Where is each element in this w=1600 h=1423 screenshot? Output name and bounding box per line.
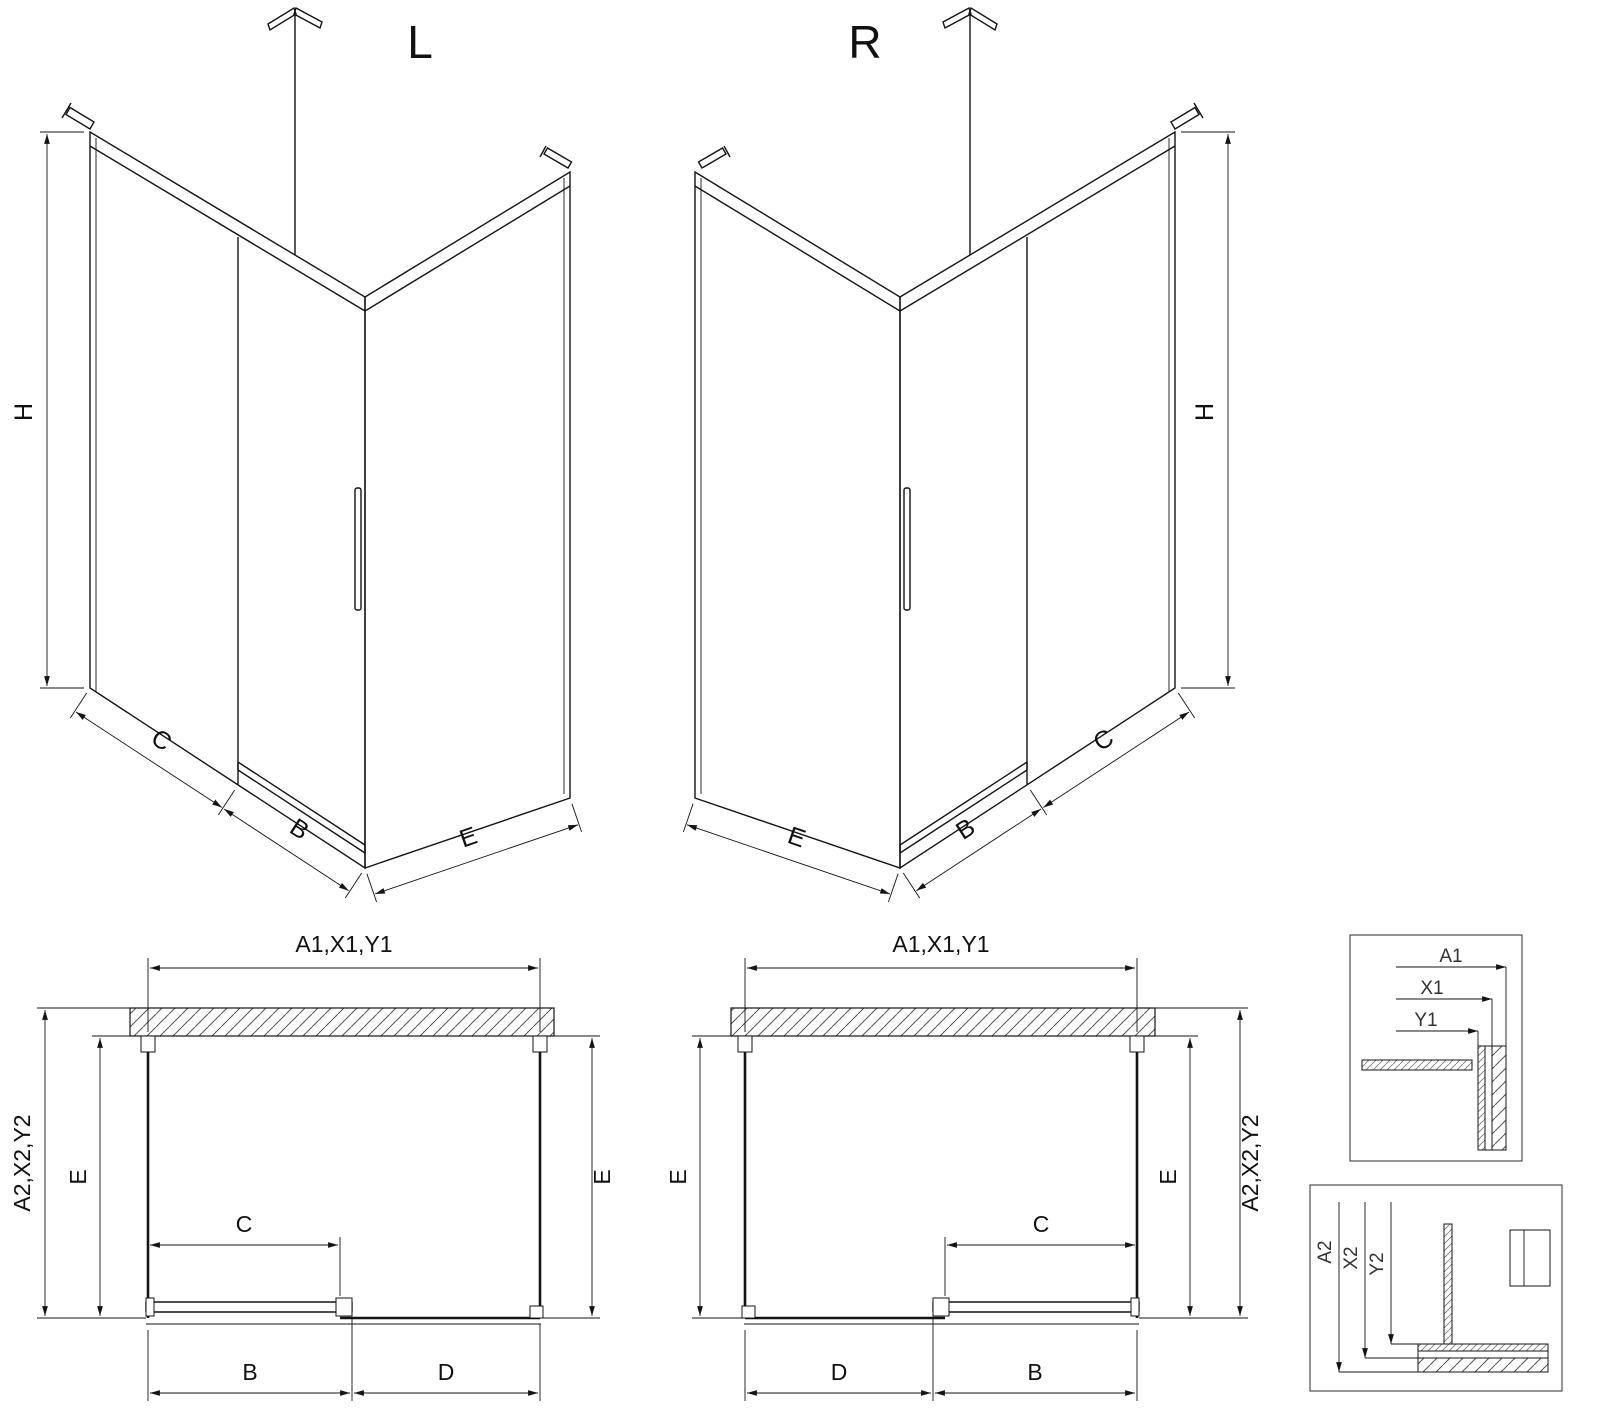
dim-label-c: C: [1033, 1211, 1050, 1237]
dim-label-c: C: [1088, 724, 1118, 757]
dim-label-a2x2y2: A2,X2,Y2: [9, 1114, 35, 1211]
wall-profile: [532, 1035, 548, 1053]
door-roller: [335, 1297, 353, 1317]
detail-frame: [1349, 934, 1523, 1162]
iso-left-structure: [61, 6, 573, 870]
iso-view-right: R H: [682, 6, 1235, 903]
dim-label-x2: X2: [1341, 1246, 1362, 1269]
dim-label-a1: A1: [1439, 946, 1462, 967]
iso-right-return-rail: [694, 185, 901, 312]
wall-section: [1491, 1045, 1507, 1151]
glass-section: [1361, 1059, 1473, 1071]
plan-right-structure: [730, 1007, 1156, 1325]
wall-bracket-icon: [65, 106, 95, 130]
dim-label-e-right: E: [1155, 1169, 1181, 1184]
dim-label-a1x1y1: A1,X1,Y1: [892, 931, 989, 957]
dim-label-b: B: [242, 1359, 257, 1385]
dim-label-y1: Y1: [1414, 1010, 1437, 1031]
iso-left-door-handle: [354, 487, 362, 611]
dim-label-h: H: [1191, 403, 1219, 421]
profile-section: [1484, 1045, 1493, 1151]
wall-profile: [737, 1035, 753, 1053]
dim-label-e: E: [456, 821, 481, 853]
iso-left-header-rail: [89, 145, 366, 312]
glass-section: [1443, 1223, 1453, 1345]
iso-right-return-panel: [694, 170, 901, 869]
iso-right-header-rail: [899, 145, 1176, 312]
dim-label-e-left: E: [665, 1169, 691, 1184]
variant-label-left: L: [407, 16, 433, 68]
dim-label-e-right: E: [589, 1169, 615, 1184]
wall-profile: [1129, 1035, 1145, 1053]
corner-profile: [529, 1305, 544, 1319]
detail-view-top: A1 X1 Y1: [1349, 934, 1523, 1162]
dim-label-a2: A2: [1315, 1240, 1336, 1263]
wall-section: [1417, 1357, 1549, 1373]
profile-section: [1417, 1350, 1549, 1359]
wall-section: [730, 1007, 1156, 1037]
dim-label-a2x2y2: A2,X2,Y2: [1237, 1114, 1263, 1211]
wall-bracket-icon: [543, 147, 573, 169]
glass-section: [1477, 1045, 1486, 1151]
plan-left-dimensions: A1,X1,Y1 E A2,X2,Y2 C B D E: [9, 931, 615, 1401]
door-guide: [1130, 1297, 1140, 1317]
iso-left-return-rail: [364, 185, 571, 312]
dim-label-d: D: [831, 1359, 848, 1385]
wall-section: [129, 1007, 555, 1037]
dim-label-c: C: [236, 1211, 253, 1237]
dim-label-a1x1y1: A1,X1,Y1: [295, 931, 392, 957]
dim-label-e: E: [784, 821, 809, 853]
corner-profile: [741, 1305, 756, 1319]
iso-right-door-handle: [903, 487, 911, 611]
detail-frame: [1309, 1184, 1563, 1392]
plan-right-dimensions: A1,X1,Y1 E E A2,X2,Y2 C D B: [665, 931, 1263, 1401]
variant-label-right: R: [848, 16, 881, 68]
dim-label-x1: X1: [1420, 978, 1443, 999]
iso-right-structure: [694, 6, 1204, 870]
wall-profile: [140, 1035, 156, 1053]
dim-label-y2: Y2: [1367, 1252, 1388, 1275]
ceiling-bracket-icon: [968, 6, 998, 32]
ceiling-bracket-icon: [267, 6, 297, 32]
dim-label-b: B: [1027, 1359, 1042, 1385]
iso-right-door-panel: [899, 130, 1176, 870]
iso-right-dimensions: H E B C: [682, 131, 1235, 903]
wall-bracket-icon: [697, 147, 727, 169]
door-guide: [145, 1297, 155, 1317]
plan-view-left: A1,X1,Y1 E A2,X2,Y2 C B D E: [9, 931, 615, 1401]
plan-left-structure: [129, 1007, 555, 1325]
plan-view-right: A1,X1,Y1 E E A2,X2,Y2 C D B: [665, 931, 1263, 1401]
dim-label-d: D: [438, 1359, 455, 1385]
wall-bracket-icon: [1170, 106, 1200, 130]
dim-label-e-left: E: [65, 1169, 91, 1184]
dim-label-c: C: [146, 724, 176, 757]
iso-left-return-panel: [364, 170, 571, 869]
iso-left-door-panel: [89, 130, 366, 870]
detail-view-bottom: A2 X2 Y2: [1309, 1184, 1563, 1392]
glass-section: [1417, 1343, 1549, 1352]
iso-view-left: L H: [10, 6, 583, 903]
door-roller: [932, 1297, 950, 1317]
dim-label-h: H: [10, 403, 38, 421]
profile-detail: [1509, 1229, 1551, 1287]
